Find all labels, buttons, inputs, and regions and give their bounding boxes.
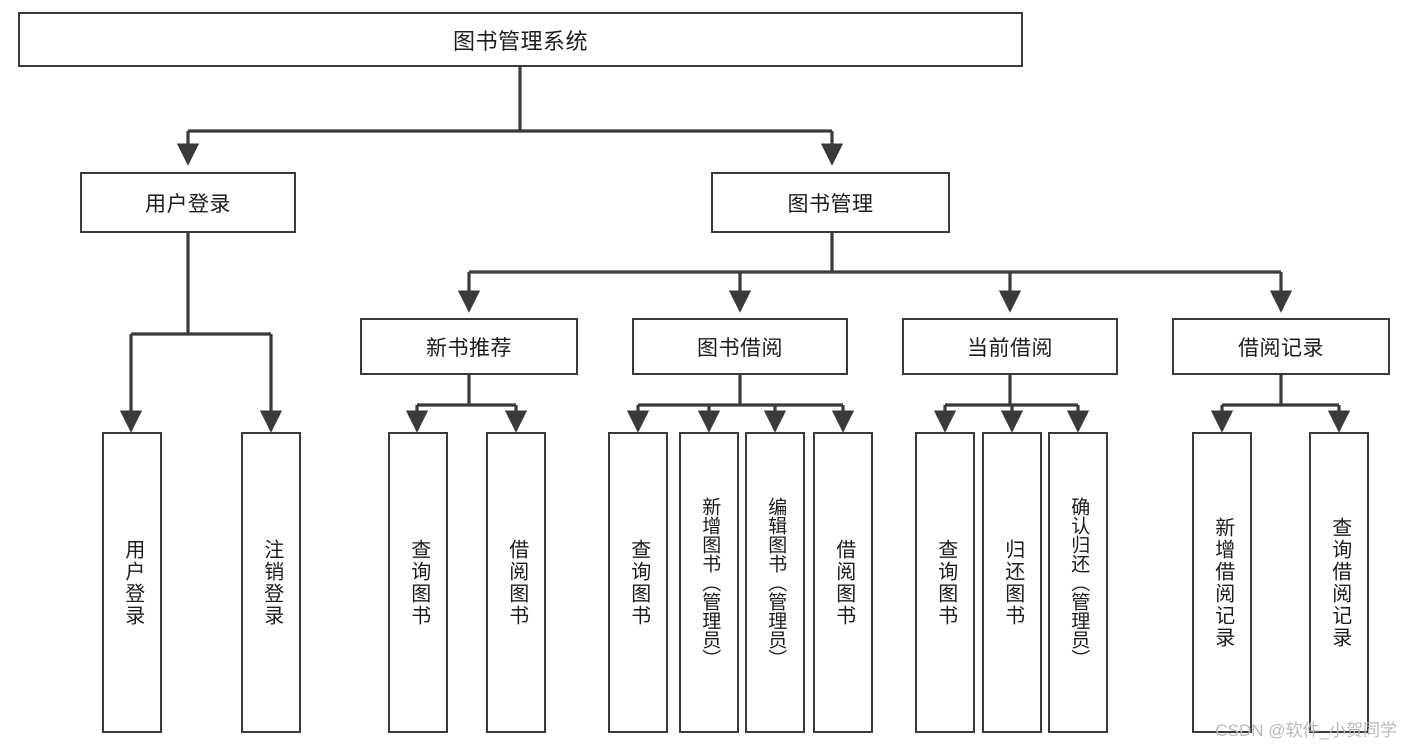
node-leaf-edit-book-admin[interactable]: 编辑图书（管理员） xyxy=(745,432,805,733)
node-label: 借阅记录 xyxy=(1238,336,1324,360)
csdn-watermark: CSDN @软件_小贺同学 xyxy=(1215,721,1397,740)
node-leaf-query-borrow-record[interactable]: 查询借阅记录 xyxy=(1309,432,1369,733)
node-current-borrow[interactable]: 当前借阅 xyxy=(902,318,1118,375)
node-label: 查询图书 xyxy=(627,538,650,627)
node-new-book-recommend[interactable]: 新书推荐 xyxy=(360,318,578,375)
node-label: 查询图书 xyxy=(407,538,430,627)
node-leaf-logout[interactable]: 注销登录 xyxy=(241,432,301,733)
node-leaf-query-book-current[interactable]: 查询图书 xyxy=(915,432,975,733)
node-label: 查询图书 xyxy=(934,538,957,627)
node-label: 确认归还（管理员） xyxy=(1068,497,1090,668)
node-book-management-module[interactable]: 图书管理 xyxy=(711,172,950,233)
node-label: 查询借阅记录 xyxy=(1328,516,1351,649)
node-root-system[interactable]: 图书管理系统 xyxy=(18,12,1023,67)
node-leaf-return-book[interactable]: 归还图书 xyxy=(982,432,1042,733)
node-leaf-borrow-book-recommend[interactable]: 借阅图书 xyxy=(486,432,546,733)
node-label: 借阅图书 xyxy=(832,538,855,627)
node-leaf-query-book-borrow[interactable]: 查询图书 xyxy=(608,432,668,733)
node-leaf-confirm-return-admin[interactable]: 确认归还（管理员） xyxy=(1048,432,1108,733)
node-leaf-user-login[interactable]: 用户登录 xyxy=(102,432,162,733)
node-book-borrow[interactable]: 图书借阅 xyxy=(632,318,848,375)
node-leaf-add-borrow-record[interactable]: 新增借阅记录 xyxy=(1192,432,1252,733)
node-label: 编辑图书（管理员） xyxy=(765,497,787,668)
node-label: 借阅图书 xyxy=(505,538,528,627)
node-leaf-add-book-admin[interactable]: 新增图书（管理员） xyxy=(679,432,739,733)
node-label: 图书借阅 xyxy=(697,336,783,360)
node-label: 注销登录 xyxy=(260,538,283,627)
node-label: 当前借阅 xyxy=(967,336,1053,360)
node-label: 归还图书 xyxy=(1001,538,1024,627)
node-leaf-query-book-recommend[interactable]: 查询图书 xyxy=(388,432,448,733)
node-user-login-module[interactable]: 用户登录 xyxy=(80,172,296,233)
node-label: 新书推荐 xyxy=(426,336,512,360)
node-label: 图书管理系统 xyxy=(452,28,588,54)
node-label: 新增借阅记录 xyxy=(1211,516,1234,649)
node-borrow-records[interactable]: 借阅记录 xyxy=(1172,318,1390,375)
node-label: 图书管理 xyxy=(787,192,874,216)
node-label: 新增图书（管理员） xyxy=(699,497,721,668)
node-label: 用户登录 xyxy=(121,538,144,627)
node-label: 用户登录 xyxy=(145,192,231,216)
node-leaf-borrow-book[interactable]: 借阅图书 xyxy=(813,432,873,733)
